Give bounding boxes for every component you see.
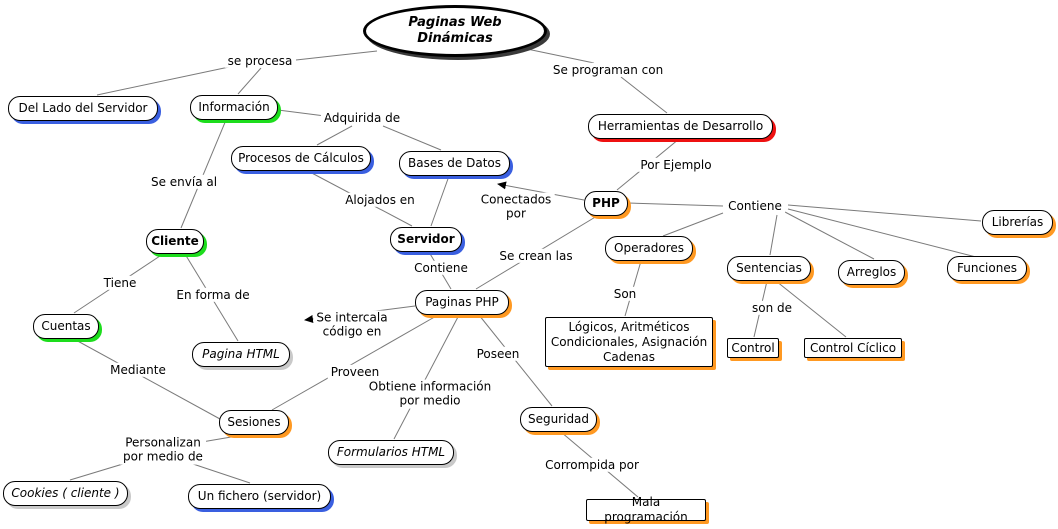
link-label-personalizan[interactable]: Personalizan por medio de xyxy=(120,435,206,465)
link-label-se-procesa[interactable]: se procesa xyxy=(224,53,296,69)
edge-line-11 xyxy=(497,181,585,201)
edge-line-14 xyxy=(787,204,982,222)
concept-node-seguridad[interactable]: Seguridad xyxy=(520,407,597,432)
edge-line-1 xyxy=(96,66,230,96)
concept-node-sesiones[interactable]: Sesiones xyxy=(219,410,289,435)
concept-node-cuentas[interactable]: Cuentas xyxy=(33,314,99,339)
edge-line-7 xyxy=(382,125,442,151)
concept-node-php[interactable]: PHP xyxy=(584,191,628,216)
concept-node-sentencias[interactable]: Sentencias xyxy=(727,256,811,281)
concept-node-cliente[interactable]: Cliente xyxy=(146,229,204,254)
concept-node-un-fichero-servidor[interactable]: Un fichero (servidor) xyxy=(188,484,331,509)
edge-line-2 xyxy=(237,67,262,95)
edge-line-4 xyxy=(620,76,668,114)
edge-line-33 xyxy=(183,460,251,484)
link-label-se-crean-las[interactable]: Se crean las xyxy=(496,248,576,264)
edge-line-0 xyxy=(295,50,378,61)
concept-node-procesos-de-calculos[interactable]: Procesos de Cálculos xyxy=(231,146,371,171)
concept-node-logicos-aritmeticos[interactable]: Lógicos, Aritméticos Condicionales, Asig… xyxy=(545,317,713,367)
link-label-se-envia-al[interactable]: Se envía al xyxy=(147,174,221,190)
edge-line-17 xyxy=(769,214,778,256)
link-label-tiene[interactable]: Tiene xyxy=(100,275,140,291)
link-label-son-de[interactable]: son de xyxy=(748,300,796,316)
concept-node-bases-de-datos[interactable]: Bases de Datos xyxy=(399,151,510,176)
concept-node-servidor[interactable]: Servidor xyxy=(390,227,462,252)
edge-line-6 xyxy=(316,125,353,146)
link-label-contiene-servidor[interactable]: Contiene xyxy=(411,260,471,276)
concept-node-root[interactable]: Paginas Web Dinámicas xyxy=(363,5,547,57)
concept-node-funciones[interactable]: Funciones xyxy=(947,256,1027,281)
link-label-mediante[interactable]: Mediante xyxy=(107,362,169,378)
edge-line-10 xyxy=(430,175,450,227)
concept-node-pagina-html[interactable]: Pagina HTML xyxy=(192,342,290,367)
concept-node-cookies-cliente[interactable]: Cookies ( cliente ) xyxy=(3,481,128,506)
link-label-proveen[interactable]: Proveen xyxy=(327,364,383,380)
concept-node-herramientas-de-desarrollo[interactable]: Herramientas de Desarrollo xyxy=(588,114,773,139)
concept-node-control-ciclico[interactable]: Control Cíclico xyxy=(804,338,902,358)
link-label-se-programan-con[interactable]: Se programan con xyxy=(549,62,667,78)
concept-node-formularios-html[interactable]: Formularios HTML xyxy=(328,440,454,465)
edge-line-24 xyxy=(271,314,439,411)
concept-node-control[interactable]: Control xyxy=(727,338,779,358)
link-label-se-intercala[interactable]: Se intercala código en xyxy=(313,310,391,340)
edge-line-25 xyxy=(393,314,460,440)
edge-line-29 xyxy=(775,280,847,338)
link-label-son[interactable]: Son xyxy=(610,286,640,302)
concept-node-librerias[interactable]: Librerías xyxy=(982,210,1053,235)
concept-node-informacion[interactable]: Información xyxy=(190,95,278,120)
link-label-por-ejemplo[interactable]: Por Ejemplo xyxy=(637,157,715,173)
edge-line-3 xyxy=(526,48,595,64)
link-label-alojados-en[interactable]: Alojados en xyxy=(342,192,418,208)
concept-node-operadores[interactable]: Operadores xyxy=(605,236,693,261)
concept-node-arreglos[interactable]: Arreglos xyxy=(838,260,905,285)
link-label-contiene-php[interactable]: Contiene xyxy=(725,198,785,214)
concept-node-mala-programacion[interactable]: Mala programación xyxy=(586,495,706,524)
concept-node-paginas-php[interactable]: Paginas PHP xyxy=(415,290,509,315)
edge-line-5 xyxy=(277,109,326,117)
edge-line-30 xyxy=(73,338,221,420)
edge-line-8 xyxy=(180,119,227,229)
link-label-poseen[interactable]: Poseen xyxy=(473,346,523,362)
link-label-en-forma-de[interactable]: En forma de xyxy=(173,287,253,303)
link-label-obtiene-informacion[interactable]: Obtiene información por medio xyxy=(365,379,495,409)
edge-line-13 xyxy=(627,202,724,207)
concept-node-del-lado-del-servidor[interactable]: Del Lado del Servidor xyxy=(8,96,158,121)
link-label-corrompida-por[interactable]: Corrompida por xyxy=(542,457,642,473)
edge-line-16 xyxy=(784,211,875,260)
edge-line-18 xyxy=(662,212,724,237)
edge-line-15 xyxy=(787,208,977,258)
link-label-adquirida-de[interactable]: Adquirida de xyxy=(320,110,404,126)
link-label-conectados-por[interactable]: Conectados por xyxy=(477,192,555,222)
